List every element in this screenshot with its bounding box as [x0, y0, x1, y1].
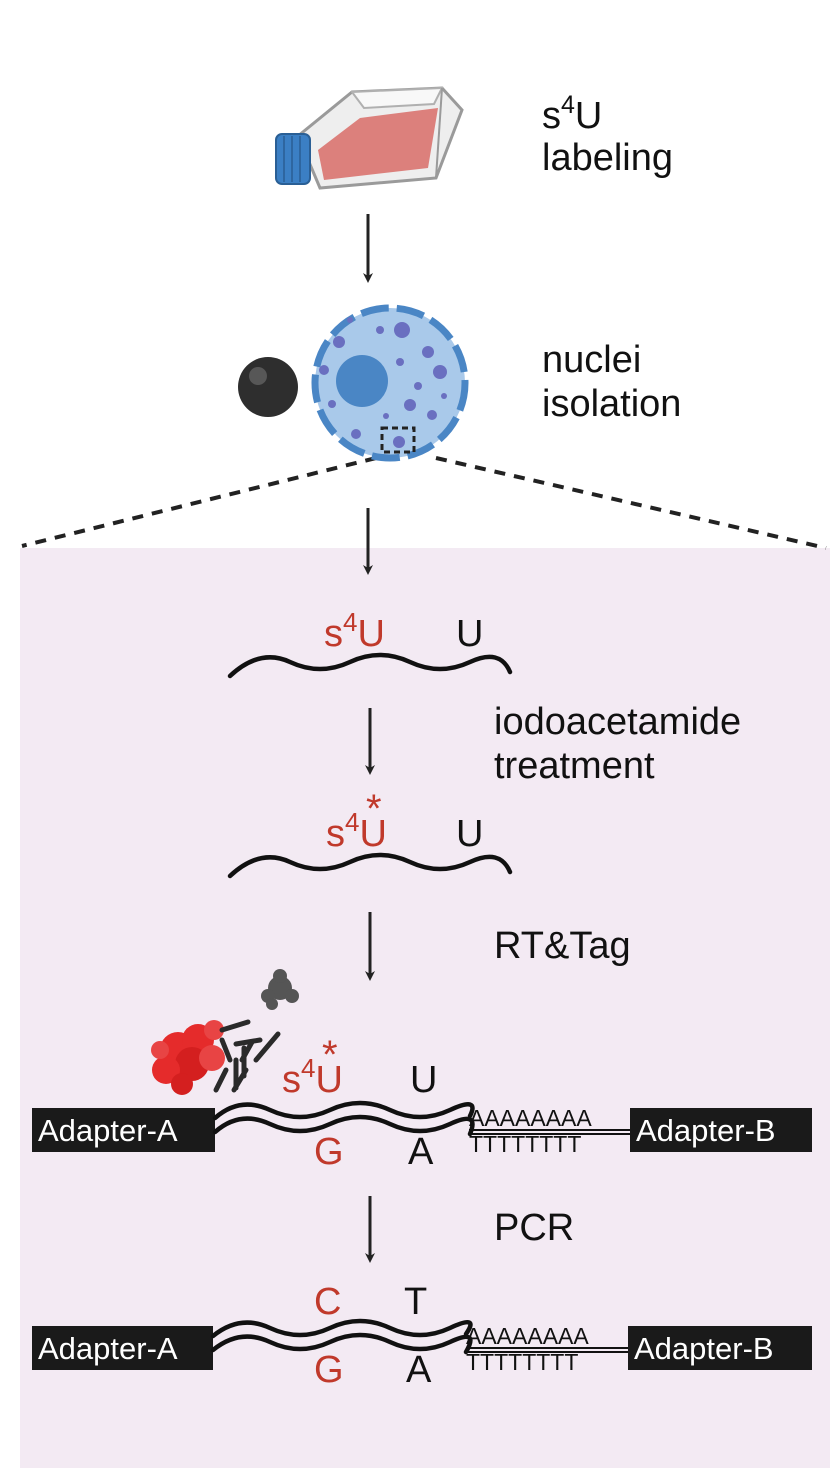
rt-adapter-a-label: Adapter-A [38, 1113, 178, 1148]
rt-bottom-mod: G [314, 1131, 344, 1173]
protein-complex-icon [151, 1020, 225, 1095]
zoom-panel [20, 548, 830, 1468]
secondary-enzyme-icon [261, 969, 299, 1010]
rt-polyT: TTTTTTTT [469, 1131, 581, 1157]
nucleus-icon [311, 304, 469, 462]
step-labeling-line1: s4U [542, 91, 602, 137]
pcr-adapter-b [628, 1326, 812, 1370]
pcr-polyT: TTTTTTTT [466, 1349, 578, 1375]
step-iodo-line1: iodoacetamide [494, 701, 741, 743]
step-pcr-label: PCR [494, 1207, 574, 1249]
pcr-adapter-a [32, 1326, 213, 1370]
rna1-strand [227, 652, 513, 679]
rt-bottom-strand [212, 1114, 475, 1137]
rna2-plain-label: U [456, 813, 483, 855]
step-labeling-line2: labeling [542, 137, 673, 179]
pcr-polyA: AAAAAAAA [466, 1323, 589, 1349]
pcr-top-strand [210, 1318, 473, 1339]
pcr-adapter-a-label: Adapter-A [38, 1331, 178, 1366]
zoom-line-left [21, 456, 377, 548]
rt-bottom-plain: A [408, 1131, 434, 1173]
rt-plain-label: U [410, 1059, 437, 1101]
antibody-icon [213, 1019, 281, 1093]
bead-icon [238, 357, 298, 417]
pcr-adapter-b-label: Adapter-B [634, 1331, 774, 1366]
rna2-strand [227, 852, 513, 879]
rt-top-strand [212, 1100, 475, 1121]
zoom-box-icon [380, 426, 416, 454]
flask-icon [275, 86, 464, 190]
rna2-star: * [366, 787, 382, 831]
step-nuclei-line1: nuclei [542, 339, 641, 381]
step-nuclei-line2: isolation [542, 383, 681, 425]
step-iodo-line2: treatment [494, 745, 655, 787]
pcr-top-plain: T [404, 1281, 427, 1323]
step-rttag-label: RT&Tag [494, 925, 631, 967]
rna2-mod-label: s4U [326, 807, 387, 855]
rna1-mod-label: s4U [324, 607, 385, 655]
pcr-bottom-strand [210, 1332, 473, 1355]
rt-adapter-b [630, 1108, 812, 1152]
rt-adapter-b-label: Adapter-B [636, 1113, 776, 1148]
pcr-bottom-mod: G [314, 1349, 344, 1391]
pcr-bottom-plain: A [406, 1349, 432, 1391]
rna1-plain-label: U [456, 613, 483, 655]
zoom-line-right [435, 456, 827, 550]
pcr-top-mod: C [314, 1281, 341, 1323]
rt-polyA: AAAAAAAA [469, 1105, 592, 1131]
rt-star: * [322, 1033, 338, 1077]
rt-adapter-a [32, 1108, 215, 1152]
rt-mod-label: s4U [282, 1053, 343, 1101]
